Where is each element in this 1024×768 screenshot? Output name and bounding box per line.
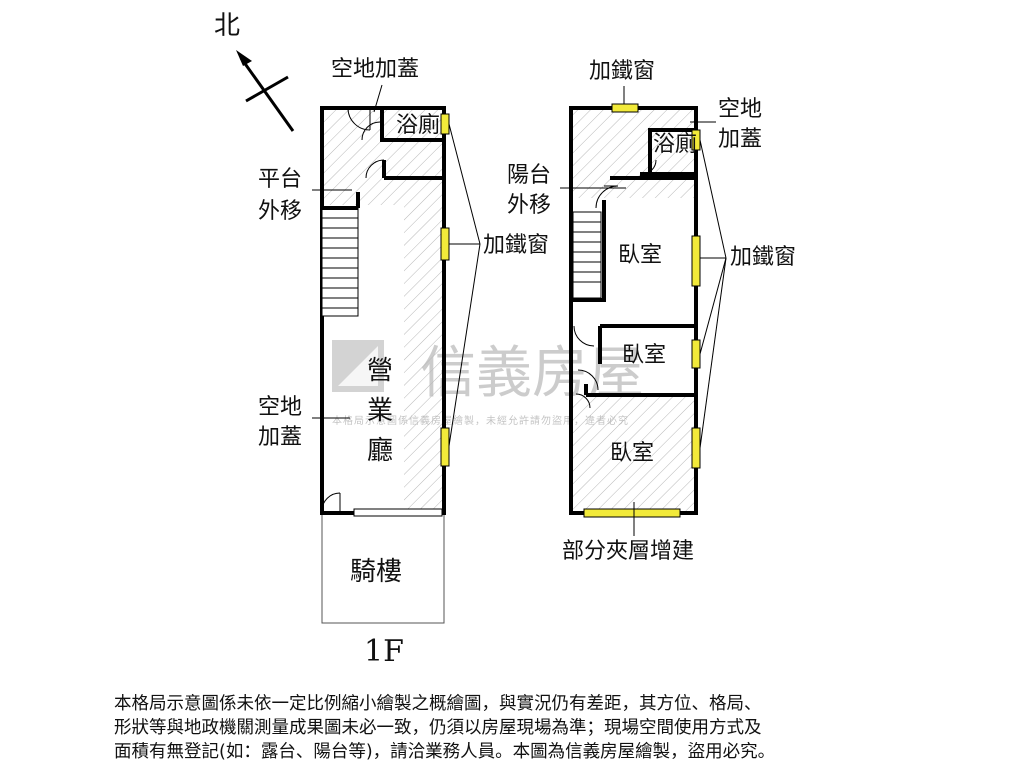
compass-north-label: 北 — [214, 11, 240, 41]
disclaimer-line-1: 本格局示意圖係未依一定比例縮小繪製之概繪圖，與實況仍有差距，其方位、格局、 — [114, 694, 762, 714]
floor1-window-front — [440, 427, 450, 467]
floor2-stairs — [572, 211, 602, 299]
floor2-iron-window-label: 加鐵窗 — [730, 245, 796, 270]
floor1-bath-wall — [380, 108, 444, 142]
floor2-bath-wall — [648, 128, 696, 174]
floor1-platform-label-1: 平台 — [258, 167, 302, 192]
disclaimer-line-3: 面積有無登記(如：露台、陽台等)，請洽業務人員。本圖為信義房屋繪製，盜用必究。 — [114, 742, 776, 762]
floor1-side-hatched-area — [404, 205, 444, 513]
floor2-balcony-label-2: 外移 — [507, 193, 551, 218]
floor2-balcony-label-1: 陽台 — [507, 163, 551, 188]
floor2-mezzanine-label: 部分夾層增建 — [562, 539, 694, 564]
floor2-window-bedroom1 — [691, 235, 701, 287]
floor2-rear-hatched-area — [571, 108, 696, 198]
disclaimer-line-2: 形狀等與地政機關測量成果圖未必一致，仍須以房屋現場為準；現場空間使用方式及 — [114, 718, 762, 738]
floor2-top-window-label: 加鐵窗 — [589, 59, 655, 84]
floor2-bedroom1-wall — [570, 208, 606, 302]
floor1-door-swing — [347, 107, 371, 131]
floor1-top-label: 空地加蓋 — [331, 57, 419, 82]
floor1-open-lot-label-1: 空地 — [258, 395, 302, 420]
floor1-hall-label-3: 廳 — [367, 436, 393, 466]
compass-arrow-icon — [239, 57, 295, 132]
floor1-plan: 空地加蓋 浴廁 平台 外移 加鐵窗 營 業 廳 空地 加蓋 騎樓 1F — [258, 57, 549, 669]
floor1-stairs — [321, 192, 360, 317]
floor1-shutter — [353, 508, 443, 517]
floor2-bedroom3-label: 臥室 — [610, 441, 654, 466]
compass-cross-line — [245, 75, 289, 103]
floor2-front-hatched-area — [571, 395, 696, 513]
floor1-level-label: 1F — [364, 634, 404, 669]
north-compass: 北 — [214, 11, 295, 132]
floor1-hall-label-2: 業 — [367, 396, 393, 426]
compass-arrowhead-icon — [236, 50, 252, 66]
floor1-platform-label-2: 外移 — [258, 199, 302, 224]
floor2-window-top — [611, 103, 639, 113]
floor1-open-lot-label-2: 加蓋 — [258, 425, 302, 450]
floor2-window-front — [583, 508, 681, 518]
floor2-open-lot-label-1: 空地 — [718, 97, 762, 122]
floor2-window-bedroom2 — [691, 339, 701, 369]
floor2-window-bedroom3 — [691, 427, 701, 469]
floor2-bedroom2-label: 臥室 — [622, 343, 666, 368]
floor2-bath-label: 浴廁 — [653, 132, 697, 157]
disclaimer-text: 本格局示意圖係未依一定比例縮小繪製之概繪圖，與實況仍有差距，其方位、格局、 形狀… — [114, 692, 914, 764]
floor2-open-lot-label-2: 加蓋 — [718, 127, 762, 152]
floor2-plan: 加鐵窗 空地 加蓋 浴廁 陽台 外移 臥室 臥室 臥室 加鐵窗 部分夾層增建 — [507, 59, 796, 564]
floor1-window-bath — [440, 113, 450, 135]
floor1-window-mid — [440, 227, 450, 261]
floor-plan-drawing: 北 信義房屋 本格局示意圖係信義房屋繪製，未經允許請勿盜用，違者必究 — [214, 11, 796, 669]
floor1-iron-window-label: 加鐵窗 — [483, 233, 549, 258]
floor1-bath-label: 浴廁 — [396, 113, 440, 138]
floor2-bedroom1-label: 臥室 — [618, 243, 662, 268]
floor1-arcade-label: 騎樓 — [350, 557, 402, 587]
floor1-hall-label-1: 營 — [367, 356, 393, 386]
